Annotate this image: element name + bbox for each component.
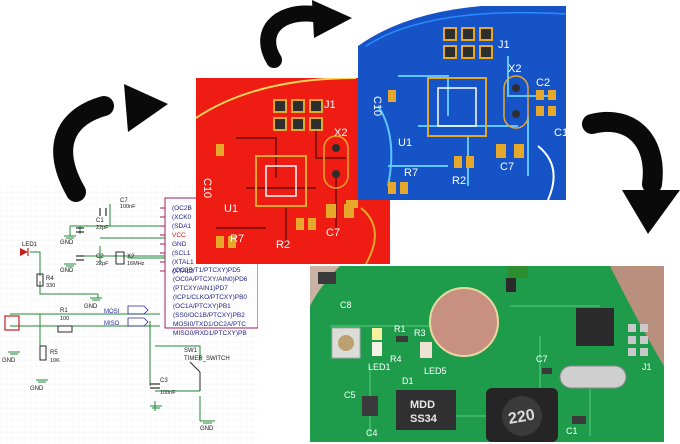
mosi-label: MOSI [104, 309, 120, 315]
gnd-label: GND [60, 240, 74, 246]
silk-label: C7 [536, 354, 548, 364]
silk-label: R2 [452, 175, 466, 187]
silk-label: C7 [500, 161, 514, 173]
ic-pin-label: (OC1A/PTCXY)PB1 [173, 303, 231, 310]
ic-pin-label: (ICP1/CLKO/PTCXY)PB0 [173, 294, 247, 301]
res-value: 330 [46, 283, 55, 289]
blue-pcb-layout: J1 X2 C2 C10 U1 R7 R2 C7 C1 [358, 6, 566, 200]
cap-value: 22pF [96, 225, 109, 231]
silk-label: C2 [536, 77, 550, 89]
diode-marking: SS34 [410, 413, 438, 425]
curved-arrow-icon [260, 0, 352, 68]
silk-label: X2 [508, 63, 521, 75]
ic-pin-label: (SDA1 [172, 223, 192, 230]
cap-value: 22pF [96, 261, 109, 267]
silk-label: R7 [404, 167, 418, 179]
silk-label: C5 [344, 390, 356, 400]
ic-pin-label: (XCK0 [172, 214, 192, 221]
cap-value: 100nF [120, 204, 136, 210]
curved-arrow-icon [53, 84, 168, 202]
ic-pin-label: (SCL1 [172, 250, 191, 257]
gnd-label: GND [2, 358, 16, 364]
silk-label: C10 [201, 178, 213, 198]
gnd-label: GND [84, 304, 98, 310]
cap-label: C7 [120, 198, 128, 204]
red-pcb-layout: J1 X2 C10 U1 R7 R2 C7 [196, 78, 390, 264]
switch-name: TIMER_SWITCH [184, 356, 230, 362]
silk-label: J1 [324, 99, 336, 111]
silk-label: J1 [642, 362, 652, 372]
silk-label: C10 [371, 96, 383, 116]
red-pcb-panel: J1 X2 C10 U1 R7 R2 C7 [196, 78, 390, 264]
assembled-board-photo: C8 R1 R4 R3 LED1 LED5 D1 C5 C4 J1 C7 C1 … [310, 266, 664, 442]
assembled-board-drawing: C8 R1 R4 R3 LED1 LED5 D1 C5 C4 J1 C7 C1 … [310, 266, 664, 442]
silk-label: D1 [402, 376, 414, 386]
ic-pin-label: (OC0B/T1/PTCXY)PD5 [173, 267, 241, 274]
silk-label: R4 [390, 354, 402, 364]
blue-pcb-panel: J1 X2 C2 C10 U1 R7 R2 C7 C1 [358, 6, 566, 200]
res-label: R1 [60, 308, 68, 314]
switch-label: SW1 [184, 348, 198, 354]
curved-arrow-icon [582, 111, 680, 234]
silk-label: U1 [224, 203, 238, 215]
gnd-label: GND [200, 426, 214, 432]
silk-label: R1 [394, 324, 406, 334]
ic-pin-label: GND [172, 241, 187, 248]
gnd-label: GND [60, 268, 74, 274]
crystal-value: 16MHz [127, 261, 145, 267]
res-label: R4 [46, 276, 54, 282]
res-value: 100 [60, 316, 69, 322]
inductor-marking: 220 [507, 407, 536, 428]
ic-pin-label: (SS0/OC1B/PTCXY)PB2 [173, 312, 245, 319]
silk-label: U1 [398, 137, 412, 149]
ic-pin-label: (XTAL1 [172, 259, 194, 266]
res-label: R5 [50, 350, 58, 356]
silk-label: C1 [554, 127, 566, 139]
miso-label: MISO [104, 321, 120, 327]
ic-pin-label: VCC [172, 232, 186, 239]
cap-value: 100nF [160, 390, 176, 396]
silk-label: C1 [566, 426, 578, 436]
silk-label: R7 [230, 233, 244, 245]
cap-label: C2 [96, 254, 104, 260]
silk-label: C7 [326, 227, 340, 239]
diode-marking: MDD [410, 399, 435, 411]
ic-pin-label: (XTAL2 [172, 268, 194, 275]
ic-pin-label: (PTCXY/AIN1)PD7 [173, 285, 228, 292]
silk-label: LED5 [424, 366, 447, 376]
silk-label: R2 [276, 239, 290, 251]
ic-pin-label: (OC0A/PTCXY/AIN0)PD6 [173, 276, 248, 283]
silk-label: C8 [340, 300, 352, 310]
silk-label: LED1 [368, 362, 391, 372]
cap-label: C3 [160, 378, 168, 384]
crystal-label: X2 [127, 254, 135, 260]
gnd-label: GND [30, 386, 44, 392]
ic-pin-label: (OC2B [172, 205, 192, 212]
silk-label: J1 [498, 39, 510, 51]
res-value: 10K [50, 358, 60, 364]
silk-label: X2 [334, 127, 347, 139]
silk-label: C4 [366, 428, 378, 438]
ic-pin-label: MISO0/RXD1/PTCXY)PB [173, 330, 247, 337]
led-label: LED1 [22, 242, 38, 248]
silk-label: R3 [414, 328, 426, 338]
ic-pin-label: MOSI0/TXD1/OC2A/PTC [173, 321, 246, 328]
cap-label: C1 [96, 218, 104, 224]
